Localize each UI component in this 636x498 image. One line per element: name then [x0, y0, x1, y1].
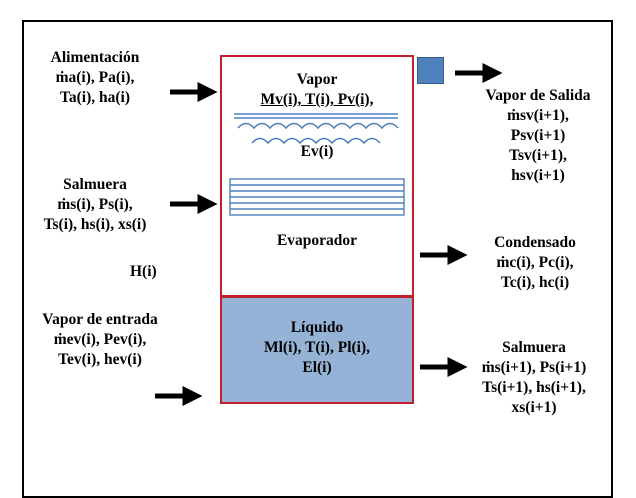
salmuera-in-line-1: ṁs(i), Ps(i), — [57, 196, 133, 213]
vapor-salida-title: Vapor de Salida — [485, 87, 591, 104]
evaporador-name: Evaporador — [276, 232, 358, 249]
vapor-waves — [234, 113, 399, 145]
condensado-line-2: Tc(i), hc(i) — [500, 274, 570, 291]
vapor-salida-line-4: hsv(i+1) — [511, 167, 565, 184]
liquido-title: Líquido — [290, 319, 344, 336]
liquid-region — [220, 296, 414, 404]
vapor-energy: Ev(i) — [300, 143, 334, 160]
salmuera-in-label: Salmuera ṁs(i), Ps(i), Ts(i), hs(i), xs(… — [20, 175, 170, 235]
vapor-entrada-line-2: Tev(i), hev(i) — [58, 351, 142, 368]
liquido-line-2: El(i) — [302, 359, 332, 376]
vapor-label: Vapor Mv(i), T(i), Pv(i), — [222, 70, 412, 110]
vapor-entrada-title: Vapor de entrada — [42, 311, 158, 328]
vapor-title: Vapor — [296, 71, 338, 88]
vapor-salida-label: Vapor de Salida ṁsv(i+1), Psv(i+1) Tsv(i… — [468, 86, 608, 186]
alimentacion-title: Alimentación — [50, 49, 140, 66]
vapor-entrada-line-1: ṁev(i), Pev(i), — [53, 331, 147, 348]
alimentacion-line-1: ṁa(i), Pa(i), — [55, 69, 135, 86]
h-label: H(i) — [130, 263, 157, 280]
salmuera-out-line-3: xs(i+1) — [511, 399, 557, 416]
liquido-line-1: Ml(i), T(i), Pl(i), — [263, 339, 371, 356]
vapor-salida-line-1: ṁsv(i+1), — [507, 107, 569, 124]
condensado-label: Condensado ṁc(i), Pc(i), Tc(i), hc(i) — [470, 233, 600, 293]
salmuera-out-title: Salmuera — [502, 339, 566, 356]
condensado-line-1: ṁc(i), Pc(i), — [496, 254, 574, 271]
vapor-entrada-label: Vapor de entrada ṁev(i), Pev(i), Tev(i),… — [20, 310, 180, 370]
vapor-salida-line-3: Tsv(i+1), — [509, 147, 567, 164]
alimentacion-line-2: Ta(i), ha(i) — [59, 89, 131, 106]
vapor-outlet-box — [417, 57, 444, 84]
vapor-line-1: Mv(i), T(i), Pv(i), — [260, 91, 374, 108]
salmuera-in-line-2: Ts(i), hs(i), xs(i) — [43, 216, 147, 233]
tube-bundle — [229, 178, 405, 216]
salmuera-in-title: Salmuera — [63, 176, 127, 193]
condensado-title: Condensado — [494, 234, 576, 251]
salmuera-out-line-2: Ts(i+1), hs(i+1), — [482, 379, 586, 396]
salmuera-out-line-1: ṁs(i+1), Ps(i+1) — [481, 359, 587, 376]
salmuera-out-label: Salmuera ṁs(i+1), Ps(i+1) Ts(i+1), hs(i+… — [454, 338, 614, 418]
vapor-salida-line-2: Psv(i+1) — [510, 127, 566, 144]
liquido-label: Líquido Ml(i), T(i), Pl(i), El(i) — [222, 318, 412, 378]
alimentacion-label: Alimentación ṁa(i), Pa(i), Ta(i), ha(i) — [20, 48, 170, 108]
